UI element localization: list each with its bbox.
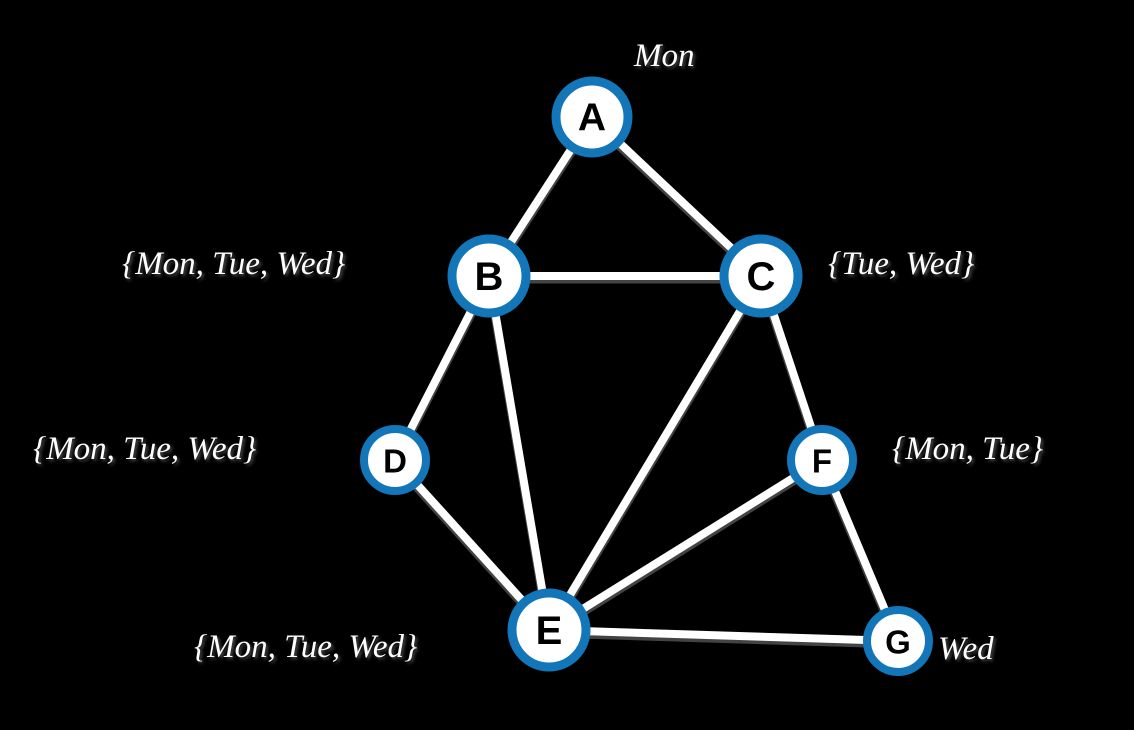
edge-e-g[interactable] (545, 626, 902, 645)
node-label-d: D (383, 443, 407, 480)
node-circle-b (447, 234, 531, 318)
domain-label-a: Mon (634, 38, 695, 74)
node-circle-c (719, 234, 803, 318)
node-circle-d (360, 425, 430, 495)
graph-node-d[interactable]: D (360, 425, 430, 495)
node-label-g: G (885, 624, 911, 661)
graph-node-c[interactable]: C (719, 234, 803, 318)
domain-label-g: Wed (938, 631, 994, 667)
node-label-a: A (578, 97, 606, 140)
graph-node-a[interactable]: A (551, 76, 633, 158)
graph-node-g[interactable]: G (863, 606, 933, 676)
node-circle-a (551, 76, 633, 158)
edges-layer (390, 113, 903, 649)
graph-node-b[interactable]: B (447, 234, 531, 318)
nodes-layer: A B C D E F G (360, 76, 933, 676)
node-circle-f (787, 425, 857, 495)
node-circle-g (863, 606, 933, 676)
domain-label-b: {Mon, Tue, Wed} (122, 246, 346, 282)
edge-e-f[interactable] (545, 456, 826, 634)
node-label-c: C (747, 255, 776, 299)
domain-label-e: {Mon, Tue, Wed} (194, 629, 418, 665)
domain-label-d: {Mon, Tue, Wed} (33, 431, 257, 467)
edge-b-e[interactable] (485, 272, 553, 634)
node-label-e: E (536, 609, 563, 653)
edge-c-e[interactable] (545, 272, 765, 634)
graph-node-e[interactable]: E (507, 588, 591, 672)
domain-label-f: {Mon, Tue} (892, 431, 1044, 467)
domain-label-c: {Tue, Wed} (828, 246, 975, 282)
node-circle-e (507, 588, 591, 672)
node-label-f: F (812, 443, 832, 480)
node-label-b: B (475, 255, 504, 299)
graph-node-f[interactable]: F (787, 425, 857, 495)
